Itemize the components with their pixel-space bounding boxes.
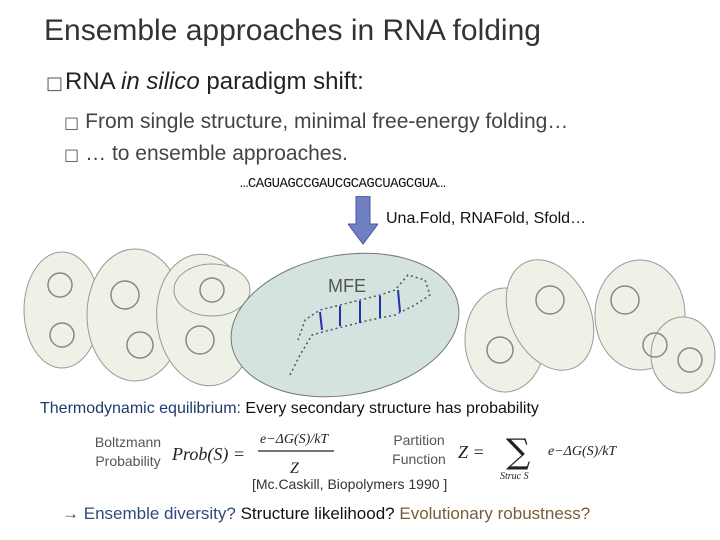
sub-bullet-text: From single structure, minimal free-ener… (85, 110, 569, 133)
sub-bullet-2: □ … to ensemble approaches. (64, 142, 348, 166)
thermo-lead: Thermodynamic equilibrium: (40, 400, 241, 417)
partition-label: Partition Function (392, 432, 446, 467)
bullet-marker-icon: □ (46, 73, 64, 94)
sub-bullet-marker-icon: □ (64, 145, 80, 164)
z-lhs: Z = (458, 442, 485, 462)
structure-ellipse (650, 316, 716, 394)
ensemble-ellipses (23, 248, 716, 398)
slide-title: Ensemble approaches in RNA folding (44, 14, 541, 47)
question-likelihood: Structure likelihood? (240, 504, 395, 523)
boltzmann-label: Boltzmann Probability (94, 434, 162, 469)
mfe-label: MFE (328, 276, 366, 296)
prob-lhs: Prob(S) = (172, 444, 245, 465)
sum-subscript: Struc S (500, 471, 529, 482)
bottom-questions: → Ensemble diversity? Structure likeliho… (62, 504, 590, 524)
question-robustness: Evolutionary robustness? (399, 504, 591, 523)
structure-ellipse (173, 263, 251, 317)
sub-bullet-marker-icon: □ (64, 113, 80, 132)
folding-tools: Una.Fold, RNAFold, Sfold… (386, 210, 587, 227)
rna-loops (47, 272, 703, 373)
numerator: e−ΔG(S)/kT (260, 432, 329, 447)
mfe-structure (289, 274, 431, 376)
partition-formula: Prob(S) = e−ΔG(S)/kT Z Z = ∑ Struc S e−Δ… (172, 432, 617, 482)
sum-symbol: ∑ (506, 432, 530, 472)
z-term: e−ΔG(S)/kT (548, 444, 617, 459)
rna-sequence: …CAGUAGCCGAUCGCAGCUAGCGUA… (240, 176, 446, 192)
thermo-rest: Every secondary structure has probabilit… (240, 400, 539, 417)
thermodynamic-statement: Thermodynamic equilibrium: Every seconda… (40, 400, 539, 418)
sub-bullet-text: … to ensemble approaches. (85, 142, 348, 165)
bullet-italic-text: in silico (121, 68, 200, 95)
citation: [Mc.Caskill, Biopolymers 1990 ] (252, 476, 448, 492)
bullet-rna-paradigm: □RNA in silico paradigm shift: (46, 68, 364, 96)
right-arrow-icon: → (62, 504, 79, 523)
mfe-ellipse (230, 252, 460, 398)
structure-ellipse (505, 259, 595, 371)
denominator: Z (290, 460, 300, 477)
bullet-text: RNA (65, 68, 122, 95)
structure-ensemble-diagram: MFE (23, 248, 716, 398)
bullet-text-suffix: paradigm shift: (199, 68, 364, 95)
down-arrow-icon (348, 196, 378, 245)
sub-bullet-1: □ From single structure, minimal free-ene… (64, 110, 568, 134)
question-diversity: Ensemble diversity? (83, 504, 236, 523)
